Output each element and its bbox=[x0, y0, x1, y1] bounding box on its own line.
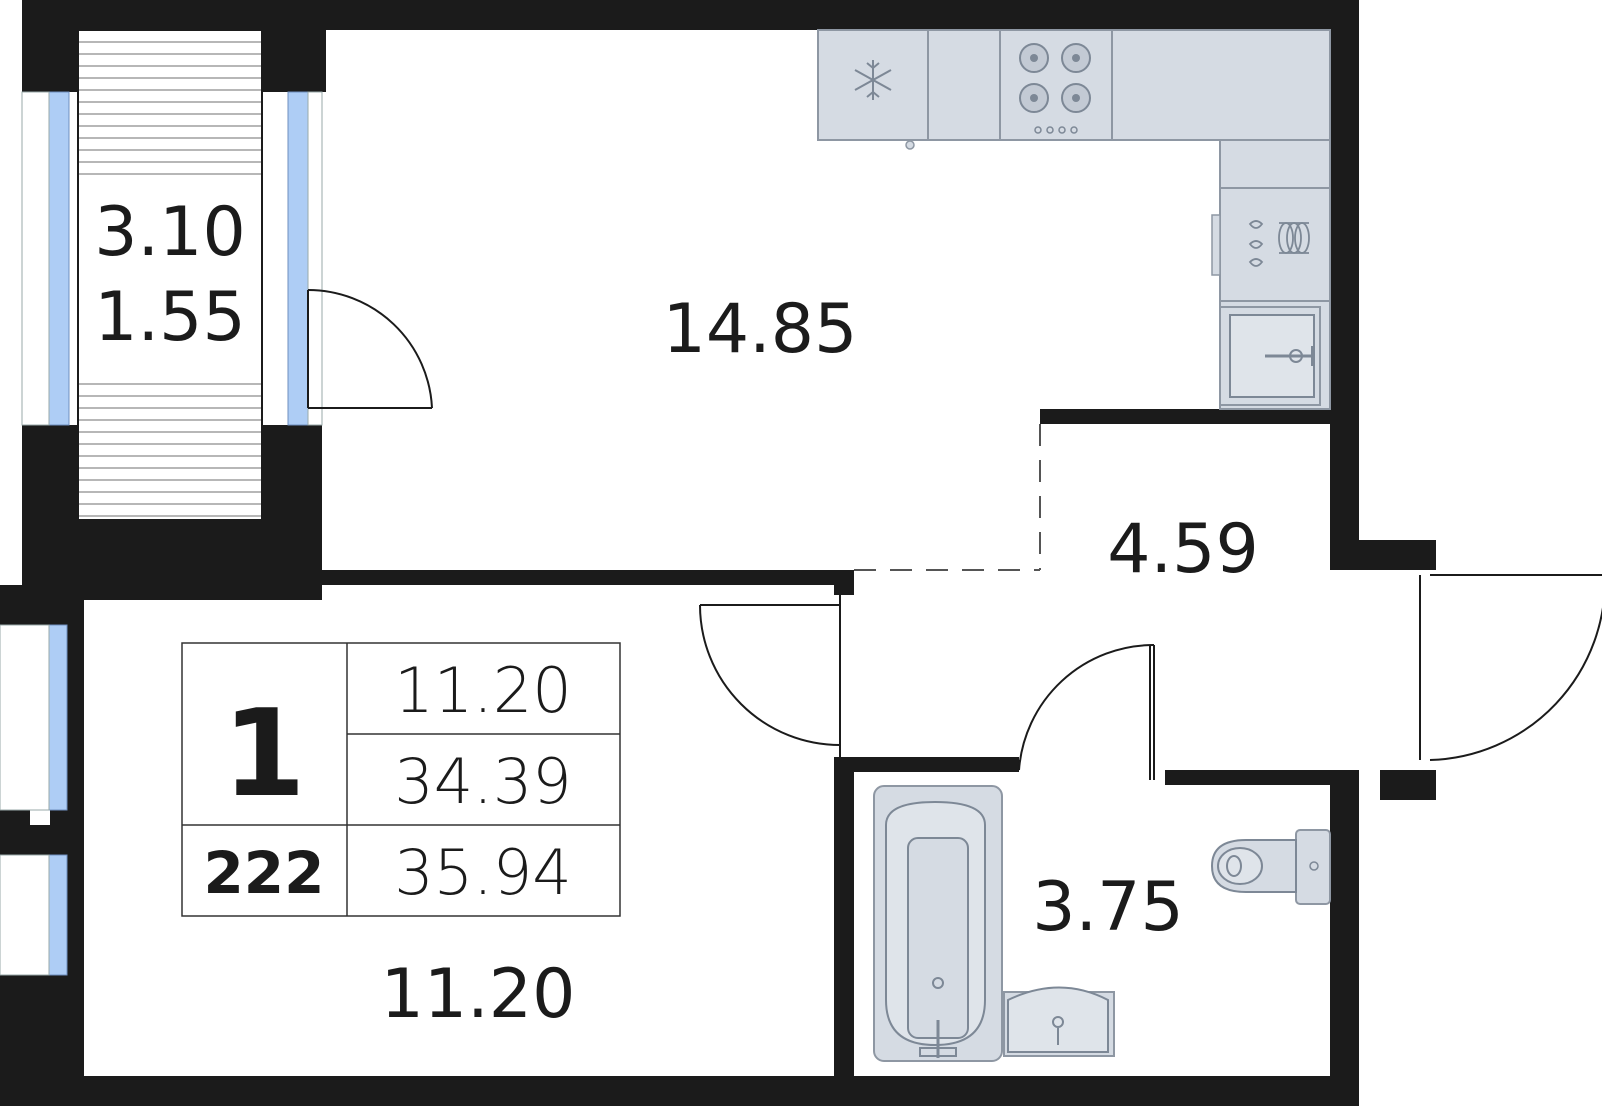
washbasin-icon bbox=[1003, 986, 1115, 1057]
total-area-value: 34.39 bbox=[394, 745, 572, 818]
sink-icon bbox=[1219, 306, 1321, 406]
balcony-floor-hatching bbox=[78, 41, 262, 517]
window-balcony-right bbox=[287, 91, 309, 426]
dishwasher-icon bbox=[1211, 187, 1331, 302]
zone-divider bbox=[854, 424, 1041, 571]
doors bbox=[307, 288, 1602, 780]
snowflake-icon bbox=[854, 60, 892, 100]
walls bbox=[0, 0, 1436, 1106]
bathroom-area-label: 3.75 bbox=[1032, 868, 1183, 947]
balcony-reduced-area-label: 1.55 bbox=[94, 278, 245, 357]
room-count: 1 bbox=[222, 685, 306, 824]
window-balcony-left bbox=[48, 91, 70, 426]
apartment-number: 222 bbox=[203, 839, 324, 907]
window-bedroom-lower bbox=[48, 854, 68, 976]
window-bedroom-upper bbox=[48, 624, 68, 811]
apartment-info-table: 1 222 11.20 34.39 35.94 bbox=[181, 642, 621, 917]
kitchen-counter bbox=[817, 29, 1331, 410]
balcony-area-label: 3.10 bbox=[94, 193, 245, 272]
toilet-icon bbox=[1210, 829, 1331, 905]
hall-area-label: 4.59 bbox=[1107, 510, 1258, 589]
bedroom-area-label: 11.20 bbox=[381, 955, 576, 1034]
bathtub-icon bbox=[873, 785, 1003, 1062]
living-kitchen-area-label: 14.85 bbox=[663, 290, 858, 369]
total-area-with-balcony-value: 35.94 bbox=[394, 836, 572, 909]
living-area-value: 11.20 bbox=[394, 654, 572, 727]
windows bbox=[0, 91, 323, 976]
stove-burners-icon bbox=[999, 29, 1113, 141]
